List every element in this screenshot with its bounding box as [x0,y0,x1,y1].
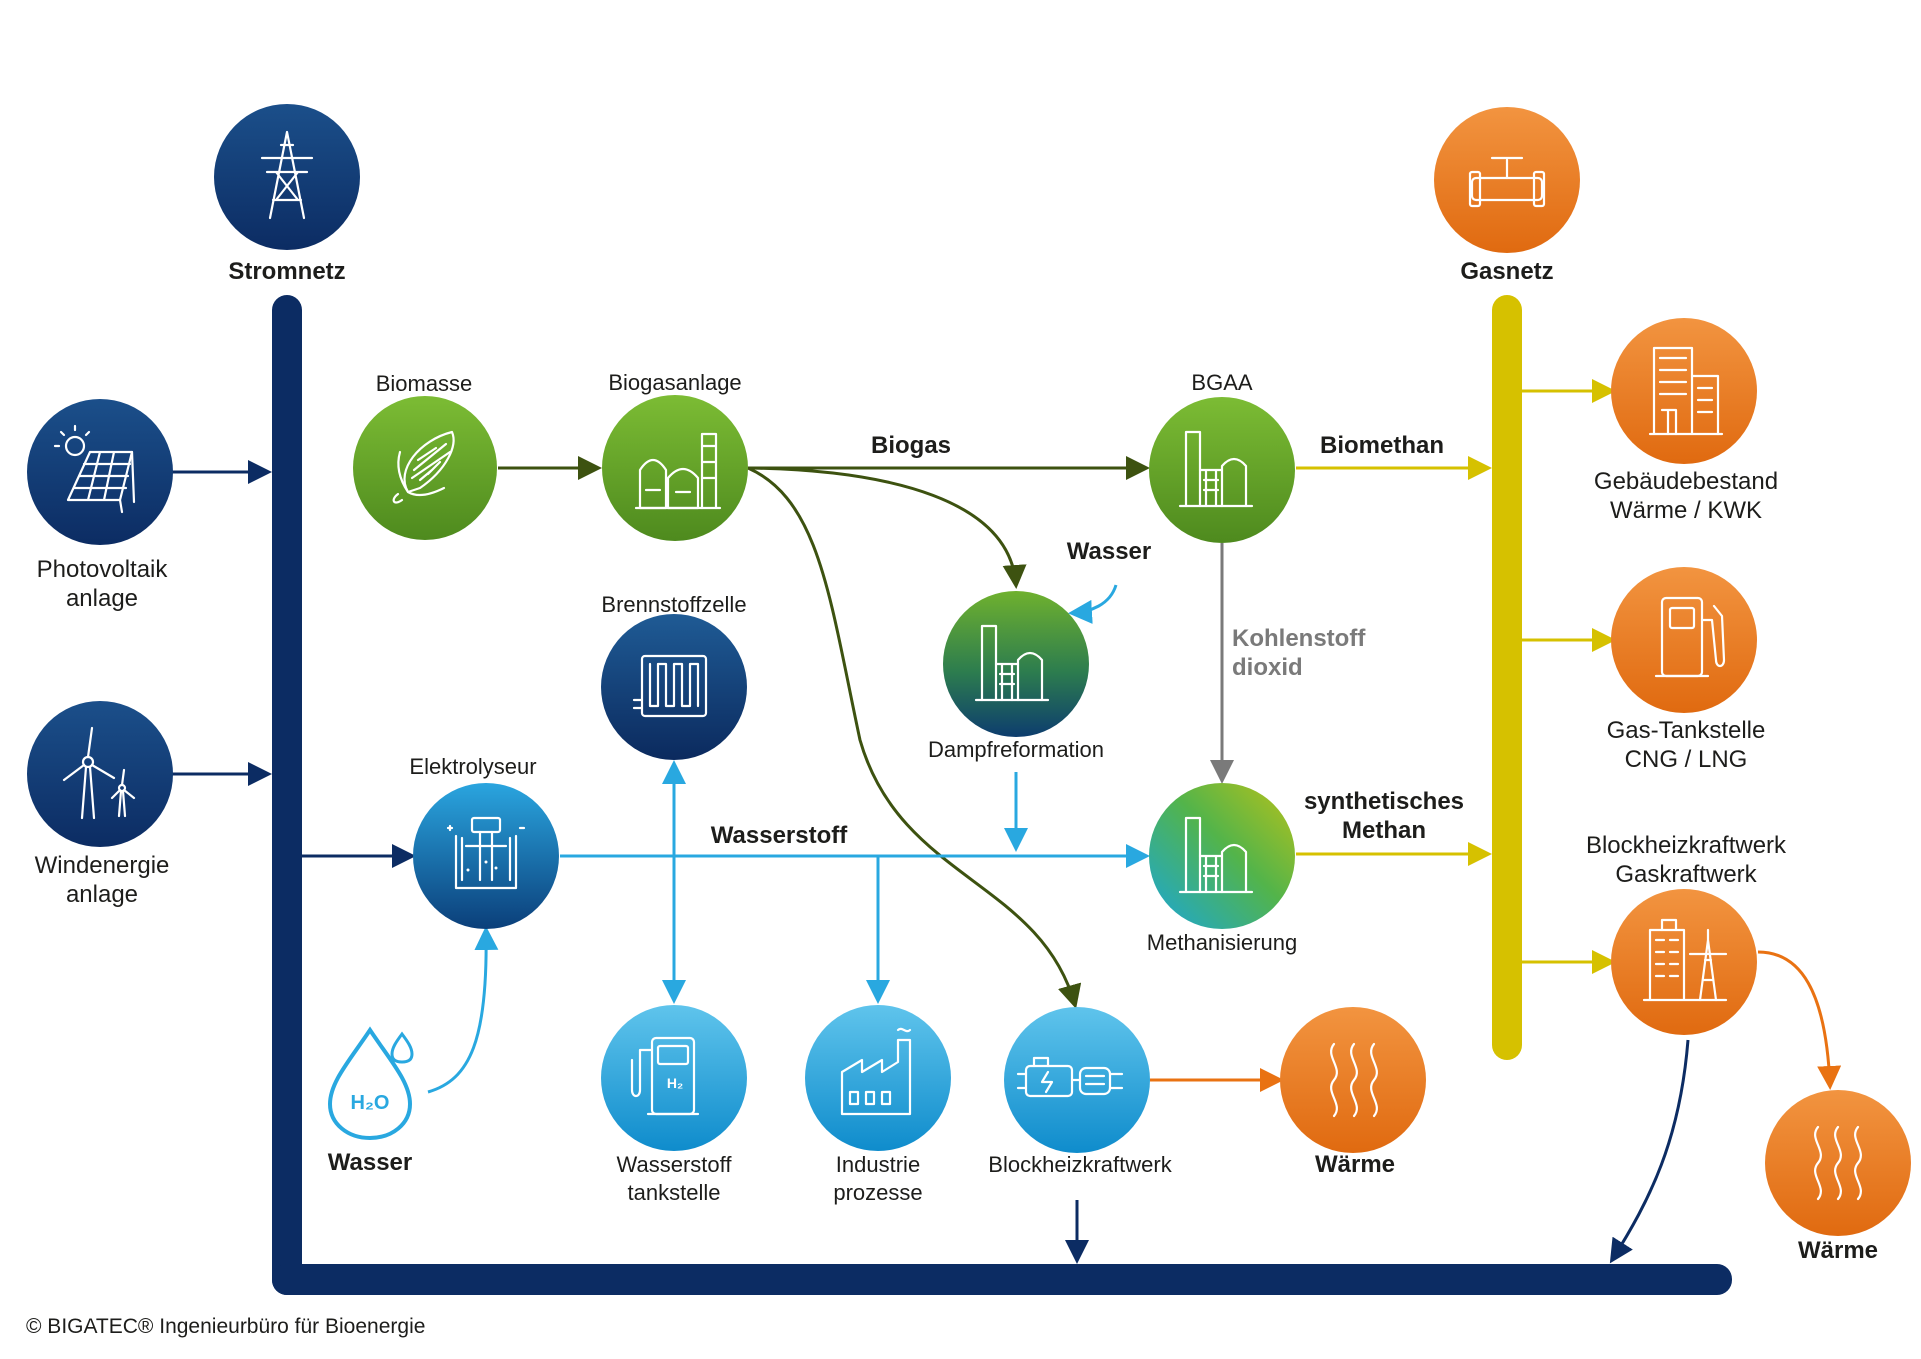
buildings-icon [1648,346,1724,436]
gasnetz-node [1434,107,1580,253]
elektrolyseur-node [413,783,559,929]
gas-tankstelle-node [1611,567,1757,713]
stromnetz-label: Stromnetz [228,258,346,285]
stromnetz-node [214,104,360,250]
flow-wasser-label: Wasser [1066,538,1152,565]
brennstoffzelle-node [601,614,747,760]
water-drop-node [327,1026,414,1141]
wasser-label: Wasser [327,1149,413,1176]
dampfreformation-label: Dampfreformation [927,737,1105,762]
methanation-plant-icon [1178,816,1254,894]
reformer-plant-icon [974,624,1050,702]
h2o-text: H₂O [350,1092,390,1114]
industrie-node [805,1005,951,1151]
dampfreformation-node [943,591,1089,737]
flow-biogas-label: Biogas [870,432,952,459]
power-tower-icon [260,130,314,220]
flow-wasserstoff-label: Wasserstoff [710,822,848,849]
elektrolyseur-label: Elektrolyseur [409,754,537,779]
fuel-cell-icon [632,654,708,718]
biogasanlage-label: Biogasanlage [608,370,742,395]
heat-waves-icon [1330,1042,1378,1118]
copyright-footer: © BIGATEC® Ingenieurbüro für Bioenergie [26,1315,426,1338]
gas-valve-icon [1468,156,1546,208]
biomasse-node [353,396,497,540]
biogas-plant-icon [634,432,722,510]
strom-bus [272,295,1732,1295]
gebaeudebestand-node [1611,318,1757,464]
arrow-biogas-bhkw [747,466,1082,1009]
photovoltaik-node [27,399,173,545]
chp-engine-icon [1016,1056,1124,1098]
waerme-2-label: Wärme [1797,1237,1879,1264]
blockheizkraftwerk-node [1004,1007,1150,1153]
arrow-wasser-dampf [1068,584,1118,624]
gasnetz-label: Gasnetz [1460,258,1554,285]
electrolyzer-icon [446,816,526,890]
arrow-gaskraftwerk-strom [1609,1039,1690,1264]
bgaa-node [1149,397,1295,543]
h2-text: H₂ [666,1075,684,1091]
arrow-water-elektrolyseur [427,926,499,1094]
corn-icon [392,430,455,504]
heat-waves-icon [1814,1125,1862,1201]
flow-biomethan-label: Biomethan [1319,432,1445,459]
blockheizkraftwerk-label: Blockheizkraftwerk [988,1152,1172,1177]
factory-icon [840,1027,912,1116]
waerme-1-node [1280,1007,1426,1153]
methanisierung-label: Methanisierung [1146,930,1298,955]
wasserstoff-tankstelle-node [601,1005,747,1151]
gaskraftwerk-node [1611,889,1757,1035]
arrow-gaskraftwerk-waerme [1757,950,1842,1090]
bgaa-label: BGAA [1191,370,1253,395]
methanisierung-node [1149,783,1295,929]
solar-panel-icon [53,424,136,514]
windenergie-node [27,701,173,847]
wind-turbine-icon [62,726,136,820]
biomasse-label: Biomasse [375,371,473,396]
waerme-1-label: Wärme [1314,1151,1396,1178]
arrow-biogas-dampf [747,466,1027,589]
h2-fuel-station-icon [630,1036,700,1116]
fuel-pump-icon [1654,596,1726,678]
biogasanlage-node [602,395,748,541]
power-plant-icon [1642,918,1728,1002]
gas-bus [1492,295,1522,1060]
upgrading-plant-icon [1178,430,1254,508]
brennstoffzelle-label: Brennstoffzelle [601,592,747,617]
waerme-2-node [1765,1090,1911,1236]
